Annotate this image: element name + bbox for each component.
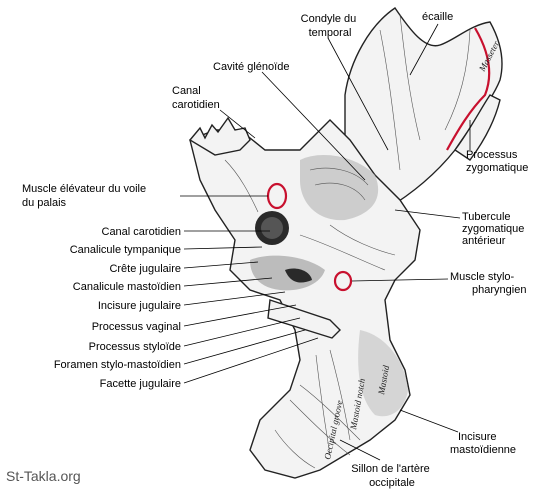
label-muscle-elevateur: Muscle élévateur du voile du palais	[22, 183, 149, 209]
label-canal-carotidien-top: Canal carotidien	[172, 85, 220, 111]
label-canal-carotidien: Canal carotidien	[102, 226, 182, 238]
label-processus-vaginal: Processus vaginal	[92, 321, 181, 333]
leader-lines	[180, 23, 471, 461]
label-crete-jugulaire: Crête jugulaire	[109, 263, 181, 275]
label-tubercule: Tubercule zygomatique antérieur	[462, 211, 527, 247]
label-processus-styloide: Processus styloïde	[89, 341, 181, 353]
label-condyle: Condyle du temporal	[301, 13, 360, 39]
label-cavite-glenoide: Cavité glénoïde	[213, 61, 289, 73]
label-processus-zygomatique: Processus zygomatique	[466, 149, 528, 174]
label-ecaille: écaille	[422, 11, 453, 23]
label-muscle-stylo: Muscle stylo- pharyngien	[450, 271, 526, 296]
label-canalicule-tympanique: Canalicule tympanique	[70, 244, 181, 256]
label-incisure-mastoidienne: Incisure mastoïdienne	[450, 431, 516, 456]
label-incisure-jugulaire: Incisure jugulaire	[98, 300, 181, 312]
temporal-bone-illustration	[188, 7, 503, 479]
label-sillon: Sillon de l'artère occipitale	[351, 463, 433, 489]
label-canalicule-mastoidien: Canalicule mastoïdien	[73, 281, 181, 293]
label-foramen: Foramen stylo-mastoïdien	[54, 359, 181, 371]
watermark: St-Takla.org	[6, 468, 81, 484]
label-facette: Facette jugulaire	[100, 378, 181, 390]
